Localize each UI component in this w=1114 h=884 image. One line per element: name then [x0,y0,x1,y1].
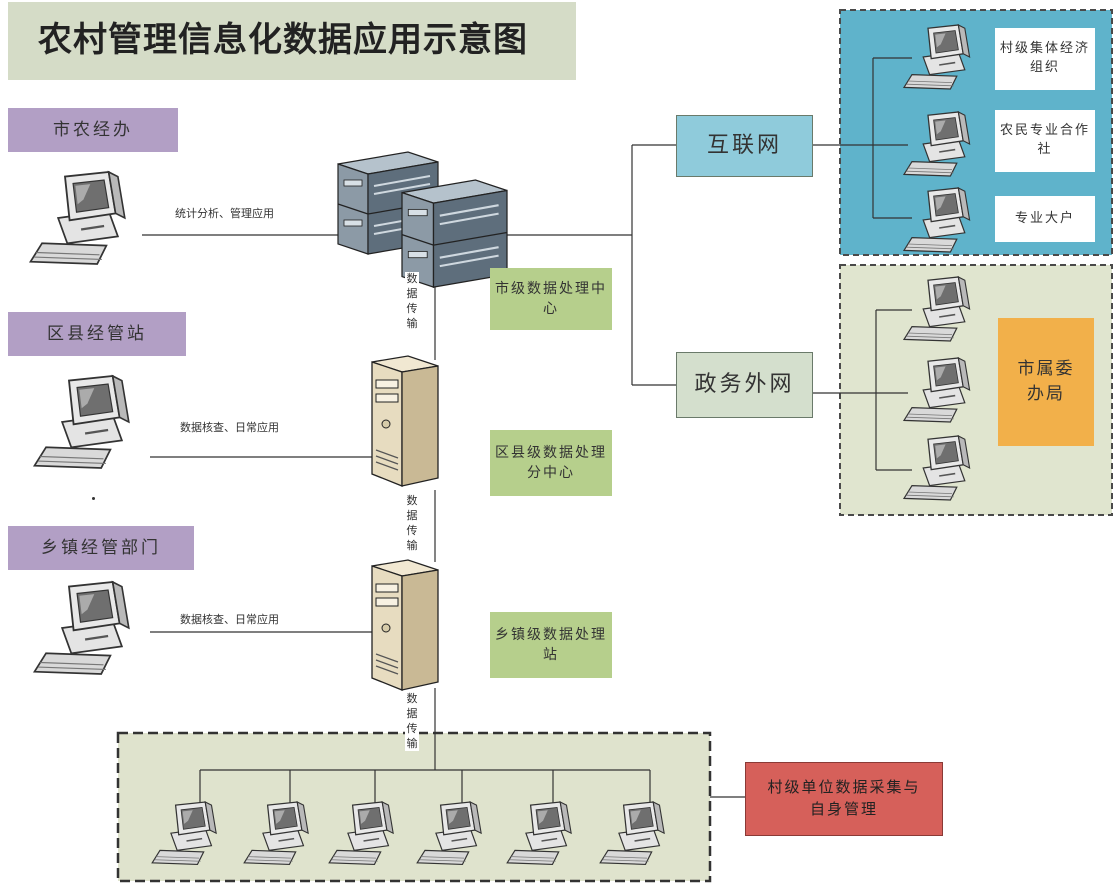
internet-user-label-2: 农民专业合作社 [995,110,1095,172]
transfer-label-3: 数据传输 [405,692,419,752]
city-center-label: 市级数据处理中心 [490,268,612,330]
desktop-computer-icon [33,374,130,470]
stray-dot [92,497,95,500]
page-title: 农村管理信息化数据应用示意图 [8,2,576,80]
gov-network-node: 政务外网 [676,352,813,418]
tower-server-icon [371,355,439,487]
county-center-label: 区县级数据处理分中心 [490,430,612,496]
internet-user-label-3: 专业大户 [995,196,1095,242]
internet-node: 互联网 [676,115,813,177]
role-city-label: 市农经办 [8,108,178,152]
transfer-label-2: 数据传输 [405,494,419,554]
role-county-label: 区县经管站 [8,312,186,356]
town-center-label: 乡镇级数据处理站 [490,612,612,678]
transfer-label-1: 数据传输 [405,272,419,332]
desktop-computer-icon [29,170,126,266]
link-city-text: 统计分析、管理应用 [175,207,274,220]
village-label: 村级单位数据采集与自身管理 [745,762,943,836]
tower-server-icon [371,559,439,691]
gov-bureau-label: 市属委办局 [998,318,1094,446]
desktop-computer-icon [33,580,130,676]
link-town-text: 数据核查、日常应用 [180,613,279,626]
link-county-text: 数据核查、日常应用 [180,421,279,434]
internet-user-label-1: 村级集体经济组织 [995,28,1095,90]
role-town-label: 乡镇经管部门 [8,526,194,570]
